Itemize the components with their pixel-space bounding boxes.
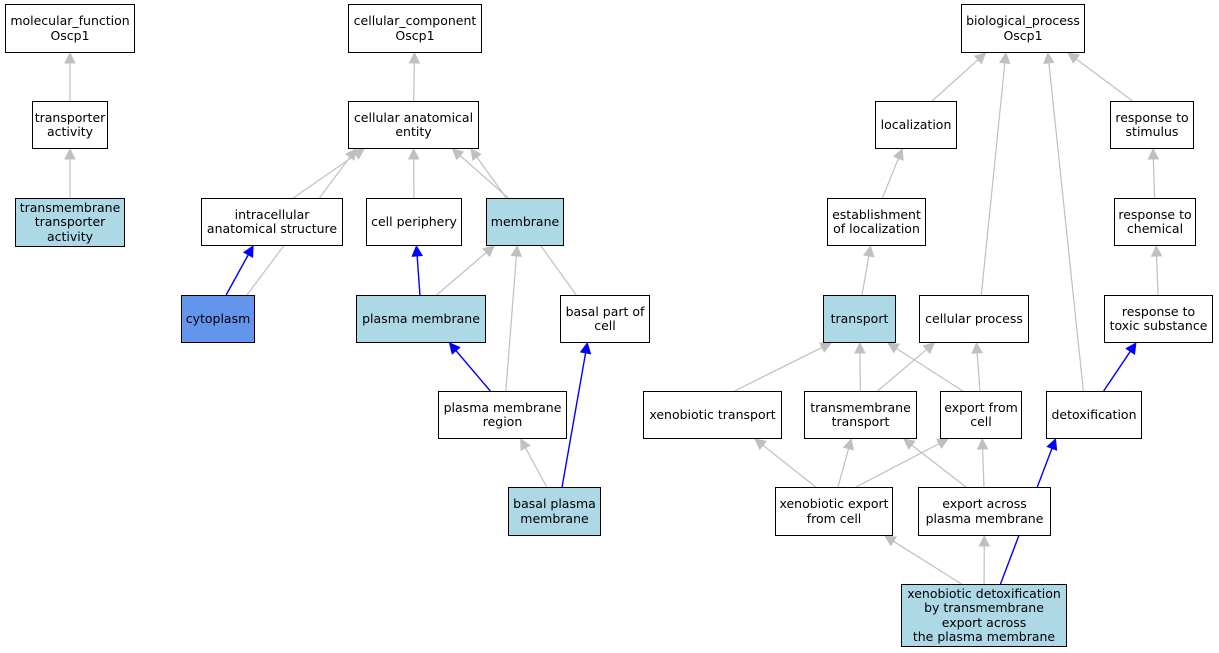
node-cellular-component-root[interactable]: cellular_component Oscp1 xyxy=(348,4,482,53)
node-export-from-cell[interactable]: export from cell xyxy=(940,391,1022,439)
edge-xenobiotic_transport-to-transport xyxy=(734,346,823,392)
node-basal-plasma-membrane[interactable]: basal plasma membrane xyxy=(508,487,601,536)
node-cellular-anatomical-entity[interactable]: cellular anatomical entity xyxy=(348,101,479,149)
arrowhead-21 xyxy=(863,244,875,258)
node-xenobiotic-detoxification-by-transmembrane-export[interactable]: xenobiotic detoxification by transmembra… xyxy=(901,584,1067,647)
edge-cytoplasm-to-intracellular_anatomical_structure xyxy=(225,254,249,296)
node-transmembrane-transporter-activity[interactable]: transmembrane transporter activity xyxy=(15,198,125,247)
node-molecular-function-root[interactable]: molecular_function Oscp1 xyxy=(5,4,135,53)
node-response-to-toxic-substance[interactable]: response to toxic substance xyxy=(1104,295,1213,343)
edge-cellular_process-to-bp_root xyxy=(980,62,1006,296)
node-biological-process-root[interactable]: biological_process Oscp1 xyxy=(961,4,1085,53)
arrowhead-30 xyxy=(842,437,855,451)
edge-export_from_cell-to-cellular_process xyxy=(976,352,981,392)
arrowhead-11 xyxy=(510,244,523,257)
node-transmembrane-transport[interactable]: transmembrane transport xyxy=(804,391,917,439)
arrowhead-33 xyxy=(976,437,989,450)
edge-xenobiotic_export_from_cell-to-transmembrane_transport xyxy=(837,448,850,488)
arrowhead-24 xyxy=(854,341,866,354)
arrowhead-8 xyxy=(242,245,254,258)
arrowhead-14 xyxy=(579,341,592,355)
arrowhead-25 xyxy=(887,342,900,354)
arrowhead-12 xyxy=(448,342,461,355)
node-cytoplasm[interactable]: cytoplasm xyxy=(181,295,255,343)
arrowhead-15 xyxy=(973,52,987,65)
arrowhead-9 xyxy=(411,244,423,257)
arrowhead-4 xyxy=(407,147,420,160)
arrowhead-35 xyxy=(978,534,991,547)
arrowhead-28 xyxy=(1125,342,1137,355)
arrowhead-10 xyxy=(482,245,495,258)
edge-intracellular_anatomical_structure-to-cellular_anatomical_entity xyxy=(292,154,357,199)
node-response-to-stimulus[interactable]: response to stimulus xyxy=(1110,101,1194,149)
node-membrane[interactable]: membrane xyxy=(486,198,564,246)
arrowhead-36 xyxy=(1046,437,1058,451)
edge-basal_plasma_membrane-to-basal_part_of_cell xyxy=(561,352,587,488)
edge-establishment_of_localization-to-localization xyxy=(881,158,899,199)
arrowhead-6 xyxy=(345,148,357,161)
arrowhead-32 xyxy=(903,438,916,451)
node-cell-periphery[interactable]: cell periphery xyxy=(366,198,462,246)
arrowhead-29 xyxy=(754,438,767,451)
node-plasma-membrane-region[interactable]: plasma membrane region xyxy=(438,391,567,439)
node-xenobiotic-export-from-cell[interactable]: xenobiotic export from cell xyxy=(775,487,893,536)
node-plasma-membrane[interactable]: plasma membrane xyxy=(356,295,486,343)
node-xenobiotic-transport[interactable]: xenobiotic transport xyxy=(643,391,782,439)
arrowhead-13 xyxy=(520,438,531,451)
node-transport[interactable]: transport xyxy=(823,295,896,343)
edge-response_to_toxic_substance-to-response_to_chemical xyxy=(1155,255,1159,296)
edge-xenobiotic_export_from_cell-to-export_from_cell xyxy=(855,443,940,488)
arrowhead-17 xyxy=(999,51,1011,65)
arrowhead-34 xyxy=(884,535,897,547)
node-cellular-process[interactable]: cellular process xyxy=(919,295,1029,343)
arrowhead-20 xyxy=(1147,147,1160,160)
edge-membrane-to-cellular_anatomical_entity xyxy=(459,155,509,199)
node-basal-part-of-cell[interactable]: basal part of cell xyxy=(560,295,650,343)
edge-transport-to-establishment_of_localization xyxy=(861,255,870,296)
edge-transmembrane_transport-to-cellular_process xyxy=(877,348,928,392)
edge-cellular_anatomical_entity-to-cc_root xyxy=(413,62,415,102)
node-response-to-chemical[interactable]: response to chemical xyxy=(1114,198,1196,246)
edge-export_across_plasma_membrane-to-export_from_cell xyxy=(981,448,985,488)
node-export-across-plasma-membrane[interactable]: export across plasma membrane xyxy=(918,487,1051,536)
edge-localization-to-bp_root xyxy=(931,59,979,102)
edge-plasma_membrane_region-to-membrane xyxy=(505,255,517,392)
arrowhead-0 xyxy=(64,51,76,64)
node-detoxification[interactable]: detoxification xyxy=(1046,391,1142,439)
edge-plasma_membrane-to-cell_periphery xyxy=(416,255,421,296)
arrowhead-31 xyxy=(936,438,949,450)
edge-export_from_cell-to-transport xyxy=(896,347,964,392)
arrowhead-7 xyxy=(470,148,482,161)
arrowhead-18 xyxy=(1043,51,1055,65)
arrowhead-23 xyxy=(819,342,833,353)
arrowhead-27 xyxy=(971,341,984,354)
arrowhead-2 xyxy=(408,51,421,64)
node-intracellular-anatomical-structure[interactable]: intracellular anatomical structure xyxy=(201,198,343,246)
edge-xenobiotic_detox_by_tm_export-to-xenobiotic_export_from_cell xyxy=(893,540,962,585)
edge-response_to_stimulus-to-bp_root xyxy=(1075,58,1134,102)
edge-export_across_plasma_membrane-to-transmembrane_transport xyxy=(911,444,967,488)
edge-plasma_membrane-to-membrane xyxy=(436,252,487,296)
node-transporter-activity[interactable]: transporter activity xyxy=(32,101,108,149)
arrowhead-19 xyxy=(892,147,904,161)
arrowhead-5 xyxy=(451,148,465,161)
arrowhead-16 xyxy=(1067,52,1081,64)
arrowhead-1 xyxy=(64,147,76,160)
arrowhead-22 xyxy=(1150,244,1163,257)
edge-basal_plasma_membrane-to-plasma_membrane_region xyxy=(524,447,548,488)
node-localization[interactable]: localization xyxy=(875,101,957,149)
edge-detoxification-to-bp_root xyxy=(1048,62,1084,392)
edge-xenobiotic_export_from_cell-to-xenobiotic_transport xyxy=(762,444,817,488)
edge-plasma_membrane_region-to-plasma_membrane xyxy=(455,350,491,392)
edge-response_to_chemical-to-response_to_stimulus xyxy=(1152,158,1156,199)
node-establishment-of-localization[interactable]: establishment of localization xyxy=(827,198,926,246)
edge-detoxification-to-response_to_toxic_substance xyxy=(1103,350,1131,392)
arrowhead-26 xyxy=(922,342,936,355)
